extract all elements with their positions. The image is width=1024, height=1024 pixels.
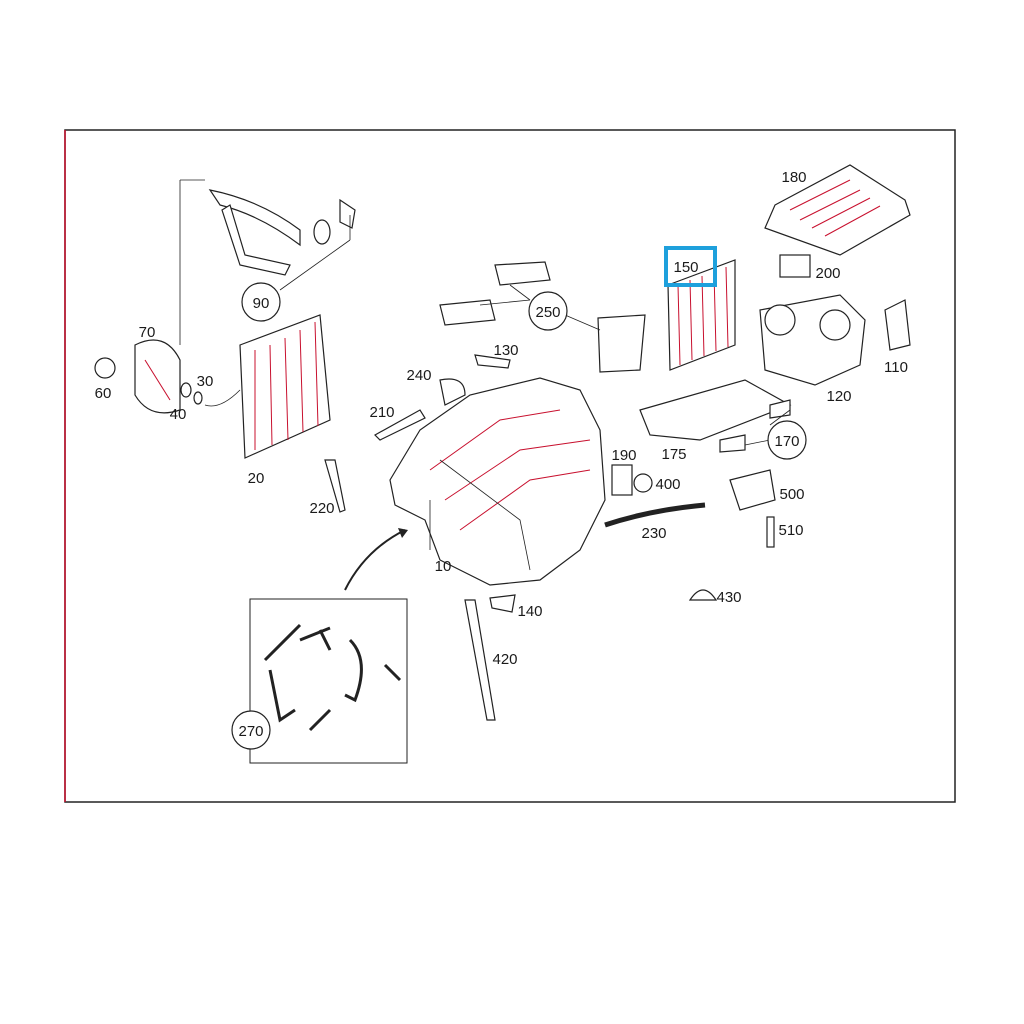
part-430-grommet[interactable] (688, 589, 718, 601)
label-190[interactable]: 190 (611, 447, 636, 464)
label-270[interactable]: 270 (238, 723, 263, 740)
part-130-screw[interactable] (474, 354, 511, 369)
label-40[interactable]: 40 (170, 406, 187, 423)
part-120-blower[interactable] (759, 294, 866, 386)
label-250[interactable]: 250 (535, 304, 560, 321)
part-30-oring[interactable] (193, 391, 203, 405)
part-210[interactable] (374, 409, 426, 441)
part-200[interactable] (779, 254, 811, 278)
label-140[interactable]: 140 (517, 603, 542, 620)
label-10[interactable]: 10 (435, 558, 452, 575)
label-60[interactable]: 60 (95, 385, 112, 402)
label-200[interactable]: 200 (815, 265, 840, 282)
arrow-icon (344, 529, 406, 591)
part-400[interactable] (633, 473, 653, 493)
part-70-cover[interactable] (134, 339, 181, 414)
label-420[interactable]: 420 (492, 651, 517, 668)
highlight-box-150 (664, 246, 717, 287)
label-170[interactable]: 170 (774, 433, 799, 450)
part-420[interactable] (464, 599, 496, 721)
label-150[interactable]: 150 (673, 259, 698, 276)
label-90[interactable]: 90 (253, 295, 270, 312)
label-130[interactable]: 130 (493, 342, 518, 359)
part-10-hvac-housing[interactable] (389, 377, 606, 586)
label-30[interactable]: 30 (197, 373, 214, 390)
label-510[interactable]: 510 (778, 522, 803, 539)
label-175[interactable]: 175 (661, 446, 686, 463)
part-175-tray[interactable] (639, 379, 792, 453)
label-20[interactable]: 20 (248, 470, 265, 487)
label-230[interactable]: 230 (641, 525, 666, 542)
part-220[interactable] (324, 459, 346, 513)
part-110[interactable] (884, 299, 911, 351)
part-240[interactable] (439, 378, 466, 406)
part-230-hose[interactable] (604, 502, 706, 528)
label-430[interactable]: 430 (716, 589, 741, 606)
part-90-refrigerant-line[interactable] (179, 179, 356, 345)
label-400[interactable]: 400 (655, 476, 680, 493)
label-180[interactable]: 180 (781, 169, 806, 186)
label-110[interactable]: 110 (884, 359, 908, 376)
label-240[interactable]: 240 (406, 367, 431, 384)
part-20-evaporator[interactable] (204, 314, 331, 459)
part-150-cabin-filter[interactable] (667, 259, 736, 371)
part-60[interactable] (94, 357, 116, 379)
label-500[interactable]: 500 (779, 486, 804, 503)
part-500[interactable] (729, 469, 776, 511)
inset-270-kit[interactable] (249, 598, 408, 764)
label-120[interactable]: 120 (826, 388, 851, 405)
part-510-bolt[interactable] (766, 516, 775, 548)
part-140[interactable] (489, 594, 516, 613)
part-250-gaskets[interactable] (439, 261, 646, 373)
part-180-upper-housing[interactable] (764, 164, 911, 256)
label-220[interactable]: 220 (309, 500, 334, 517)
label-70[interactable]: 70 (139, 324, 156, 341)
part-40-oring[interactable] (180, 382, 192, 398)
label-210[interactable]: 210 (369, 404, 394, 421)
part-190[interactable] (611, 464, 633, 496)
